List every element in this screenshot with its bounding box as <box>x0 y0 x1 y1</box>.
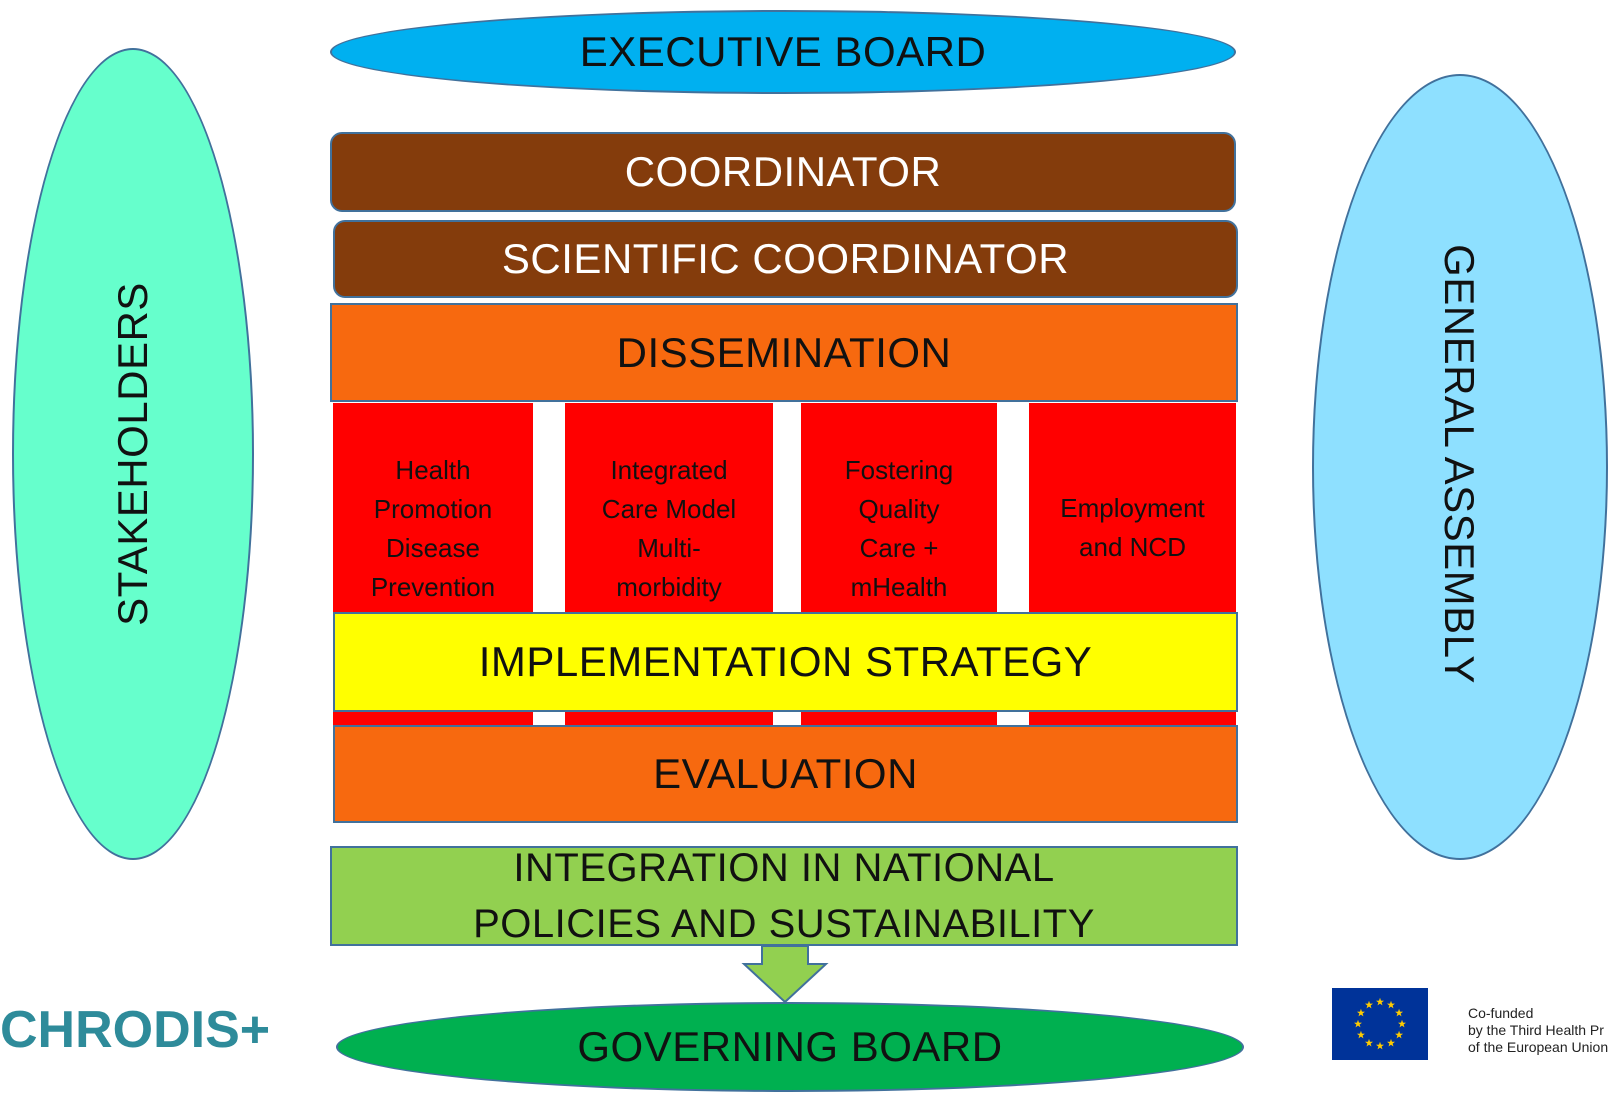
evaluation-bar: EVALUATION <box>333 725 1238 823</box>
eu-star <box>1365 1000 1373 1009</box>
work-package-label: Integrated Care Model Multi- morbidity <box>601 455 737 602</box>
cofunded-text: Co-funded by the Third Health Pr of the … <box>1468 1005 1608 1065</box>
eu-star <box>1387 1000 1395 1009</box>
scientific-coordinator-bar: SCIENTIFIC COORDINATOR <box>333 220 1238 298</box>
eu-star <box>1376 997 1384 1006</box>
eu-star <box>1365 1038 1373 1047</box>
executive-board: EXECUTIVE BOARD <box>330 10 1236 94</box>
cofunded-line-2: by the Third Health Pr <box>1468 1022 1604 1038</box>
governing-board: GOVERNING BOARD <box>336 1002 1244 1092</box>
eu-flag-icon <box>1332 988 1428 1060</box>
scientific-coordinator-label: SCIENTIFIC COORDINATOR <box>501 235 1070 282</box>
cofunded-line-3: of the European Union <box>1468 1039 1608 1055</box>
cofunded-line-1: Co-funded <box>1468 1005 1534 1021</box>
general-assembly-label: GENERAL ASSEMBLY <box>1436 244 1483 684</box>
stakeholders-oval <box>12 48 254 860</box>
coordinator-bar: COORDINATOR <box>330 132 1236 212</box>
implementation-strategy-bar: IMPLEMENTATION STRATEGY <box>333 612 1238 712</box>
eu-star <box>1395 1030 1404 1039</box>
eu-star <box>1376 1041 1384 1050</box>
dissemination-bar: DISSEMINATION <box>330 303 1238 402</box>
work-package-label: Employment and NCD <box>1060 493 1205 562</box>
work-package-label: Health Promotion Disease Prevention <box>370 455 496 602</box>
general-assembly-oval <box>1312 74 1608 860</box>
implementation-strategy-label: IMPLEMENTATION STRATEGY <box>478 638 1093 685</box>
down-arrow-icon <box>741 946 829 1004</box>
eu-star <box>1356 1008 1365 1017</box>
eu-star <box>1398 1019 1406 1028</box>
work-package-label: Fostering Quality Care + mHealth <box>844 455 954 602</box>
executive-board-label: EXECUTIVE BOARD <box>579 28 987 75</box>
dissemination-label: DISSEMINATION <box>616 328 952 376</box>
governing-board-label: GOVERNING BOARD <box>577 1023 1003 1070</box>
stakeholders-label: STAKEHOLDERS <box>109 282 156 626</box>
eu-star <box>1387 1038 1395 1047</box>
integration-bar: INTEGRATION IN NATIONAL POLICIES AND SUS… <box>330 846 1238 946</box>
chrodis-logo: CHRODIS+ <box>0 1001 271 1059</box>
eu-star <box>1356 1030 1365 1039</box>
evaluation-label: EVALUATION <box>653 750 918 797</box>
eu-star <box>1395 1008 1404 1017</box>
integration-label: INTEGRATION IN NATIONAL POLICIES AND SUS… <box>473 846 1095 946</box>
coordinator-label: COORDINATOR <box>624 148 942 195</box>
eu-star <box>1354 1019 1362 1028</box>
